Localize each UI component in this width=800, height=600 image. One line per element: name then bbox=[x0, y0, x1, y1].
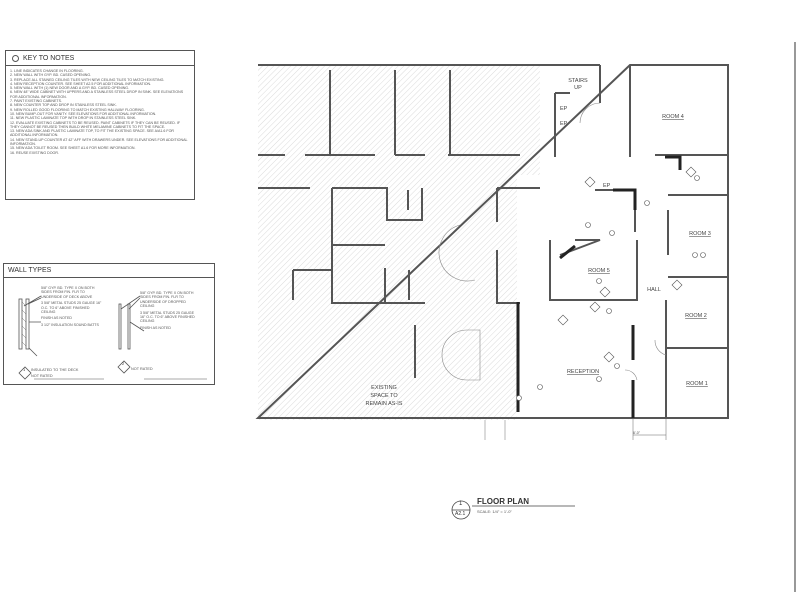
ep-label: EP bbox=[560, 121, 568, 127]
note-item: 11. NEW PLASTIC LAMINATE TOP WITH DROP I… bbox=[10, 116, 137, 121]
note-item: 4. NEW RECEPTION COUNTER. SEE SHEET A2.5… bbox=[10, 81, 152, 86]
wall-type-1-legend: INSULATED TO THE DECK bbox=[31, 368, 79, 372]
wall-type-note: 5/8" GYP. BD. TYPE X ON BOTH SIDES FROM … bbox=[41, 286, 95, 299]
new-walls bbox=[516, 155, 682, 418]
wall-type-note: FINISH AS NOTED bbox=[140, 325, 171, 330]
drawing-number: 1 bbox=[459, 501, 463, 507]
key-to-notes-panel: KEY TO NOTES 1. LINE INDICATES CHANGE IN… bbox=[5, 50, 195, 200]
note-item: 16. REUSE EXISTING DOOR. bbox=[10, 150, 59, 155]
wall-type-2-rating: NOT RATED bbox=[131, 367, 153, 371]
note-item: 5. NEW WALL WITH (1) NEW DOOR AND A GYP.… bbox=[10, 86, 130, 91]
wall-type-1-notes: 5/8" GYP. BD. TYPE X ON BOTH SIDES FROM … bbox=[41, 286, 103, 329]
note-item: 10. NEW BUMP-OUT FOR VANITY. SEE ELEVATI… bbox=[10, 111, 157, 116]
wall-type-2-tag: 2 bbox=[122, 361, 125, 366]
note-item: 7. PAINT EXISTING CABINETS. bbox=[10, 99, 62, 104]
room-1-label: ROOM 1 bbox=[686, 381, 708, 387]
wall-type-details bbox=[18, 295, 207, 380]
stairs-up-label: UP bbox=[574, 85, 582, 91]
wall-types-header: WALL TYPES bbox=[4, 264, 214, 278]
room-4-label: ROOM 4 bbox=[662, 114, 684, 120]
section-marker-icon bbox=[451, 500, 575, 520]
room-3-label: ROOM 3 bbox=[689, 231, 711, 237]
dimension-label: 6'-0" bbox=[633, 431, 641, 435]
wall-type-note: 3 1/2" INSULATION SOUND BATTS bbox=[41, 322, 99, 327]
existing-space-hatch bbox=[258, 65, 540, 420]
note-item: 12. EVALUATE EXISTING CABINETS TO BE REU… bbox=[10, 120, 181, 129]
svg-text:EXISTING: EXISTING bbox=[371, 385, 397, 391]
wall-type-2-notes: 5/8" GYP. BD. TYPE X ON BOTH SIDES FROM … bbox=[140, 291, 195, 332]
wall-type-1-rating: NOT RATED bbox=[31, 374, 53, 378]
room-2-label: ROOM 2 bbox=[685, 313, 707, 319]
wall-type-note: 3 5/8" METAL STUDS 25 GAUGE 16" O.C. TO … bbox=[41, 301, 102, 315]
stairs-label: STAIRS bbox=[568, 78, 588, 84]
svg-text:REMAIN AS-IS: REMAIN AS-IS bbox=[366, 401, 403, 407]
note-item: 15. NEW ADA TOILET ROOM. SEE SHEET A1.6 … bbox=[10, 146, 136, 151]
notes-list: 1. LINE INDICATES CHANGE IN FLOORING.2. … bbox=[10, 69, 190, 155]
note-tags bbox=[516, 166, 706, 401]
ep-label: EP bbox=[560, 106, 568, 112]
note-item: 2. NEW WALL WITH GYP. BD. CASED OPENING. bbox=[10, 73, 92, 78]
note-item: 6. NEW 48" WIDE CABINET WITH UPPERS AND … bbox=[10, 90, 184, 99]
note-item: 13. NEW ADA SINK AND PLASTIC LAMINATE TO… bbox=[10, 129, 174, 138]
door-swings bbox=[438, 102, 667, 440]
existing-space-label: EXISTING SPACE TO REMAIN AS-IS bbox=[366, 385, 403, 407]
dimension-line bbox=[632, 418, 667, 440]
svg-text:SPACE TO: SPACE TO bbox=[370, 393, 398, 399]
wall-types-panel: WALL TYPES 5/8" GYP. BD. TYPE X ON BOTH … bbox=[3, 263, 215, 385]
drawing-name: FLOOR PLAN bbox=[477, 497, 529, 506]
note-item: 14. NEW STAND-UP COUNTER AT 42" AFF WITH… bbox=[10, 137, 188, 147]
room-5-label: ROOM 5 bbox=[588, 268, 610, 274]
drawing-title: 1 A2.1 FLOOR PLAN SCALE: 1/4" = 1'-0" bbox=[450, 496, 580, 526]
wall-types-title: WALL TYPES bbox=[8, 267, 52, 274]
note-item: 9. NEW ROLLED GOOD FLOORING TO MATCH EXI… bbox=[10, 107, 145, 112]
ep-label: EP bbox=[603, 183, 611, 189]
wall-type-1-tag: 1 bbox=[23, 367, 26, 372]
wall-type-note: FINISH AS NOTED bbox=[41, 316, 72, 321]
key-to-notes-header: KEY TO NOTES bbox=[6, 51, 194, 66]
walls bbox=[255, 64, 729, 419]
circle-icon bbox=[12, 54, 19, 62]
sheet-number: A2.1 bbox=[455, 511, 466, 517]
note-item: 3. REPLACE ALL STAINED CEILING TILES WIT… bbox=[10, 77, 165, 82]
wall-type-note: 5/8" GYP. BD. TYPE X ON BOTH SIDES FROM … bbox=[140, 291, 194, 309]
wall-type-note: 3 5/8" METAL STUDS 25 GAUGE 16" O.C. TO … bbox=[140, 310, 195, 324]
note-item: 1. LINE INDICATES CHANGE IN FLOORING. bbox=[10, 69, 84, 73]
reception-label: RECEPTION bbox=[567, 369, 599, 375]
hall-label: HALL bbox=[647, 287, 661, 293]
drawing-scale: SCALE: 1/4" = 1'-0" bbox=[477, 509, 512, 514]
key-to-notes-title: KEY TO NOTES bbox=[23, 54, 75, 62]
note-item: 8. NEW COUNTER TOP AND DROP IN STAINLESS… bbox=[10, 103, 117, 108]
